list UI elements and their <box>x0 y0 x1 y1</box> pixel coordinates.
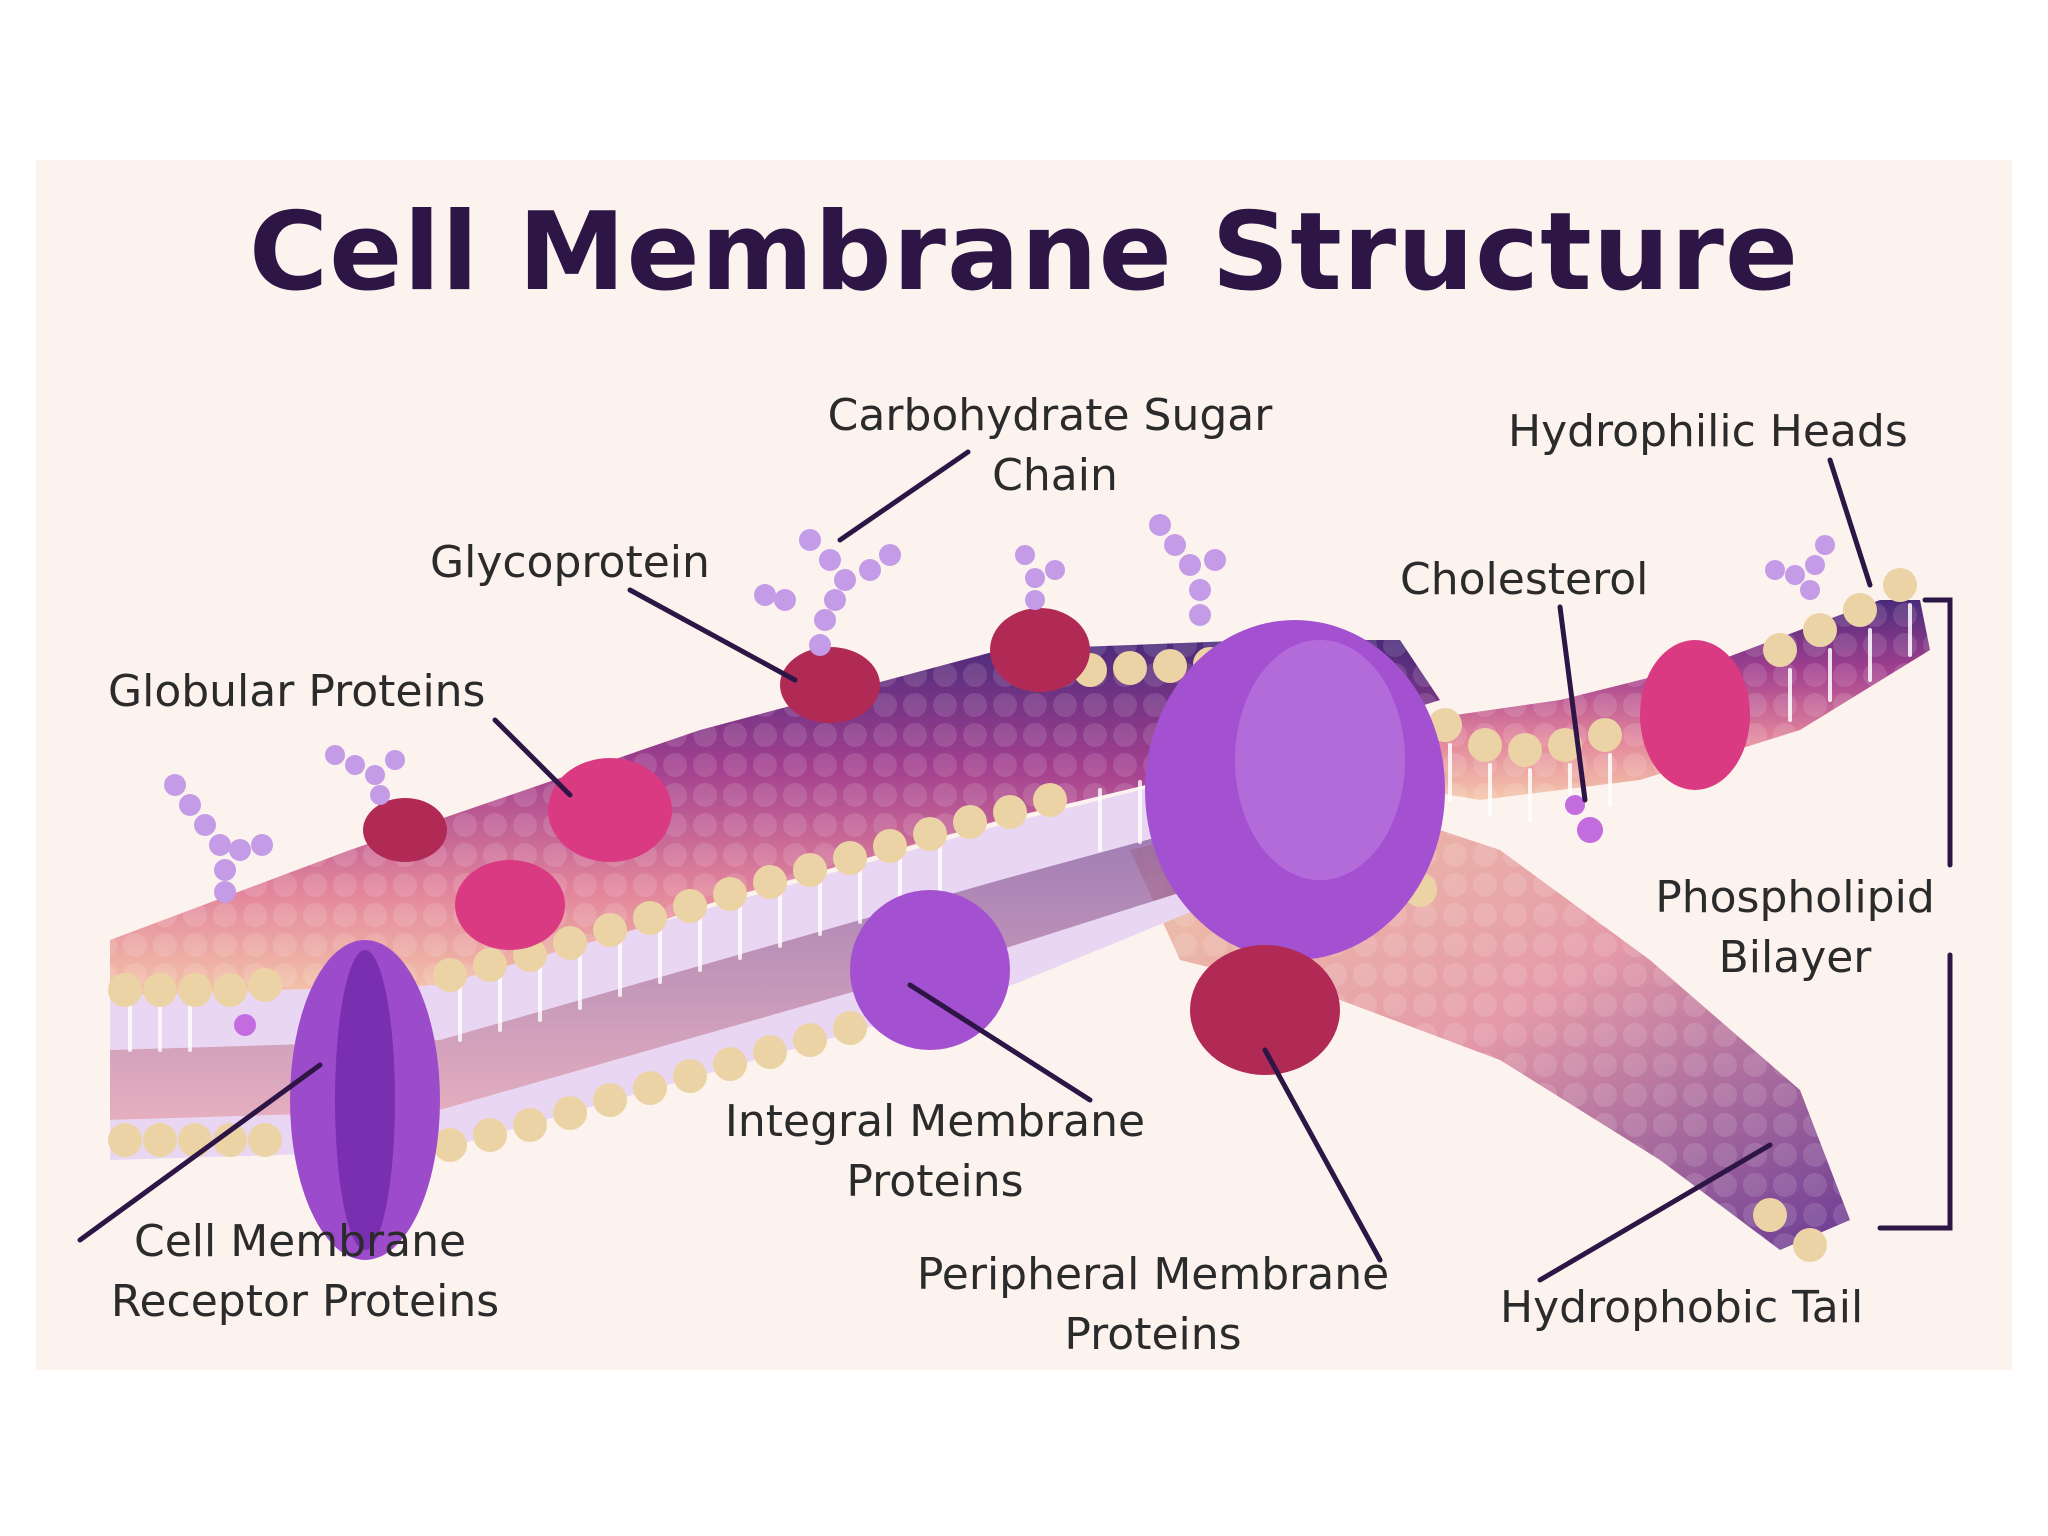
label-integral-membrane-proteins: Integral Membrane Proteins <box>690 1092 1180 1212</box>
label-integral-line2: Proteins <box>846 1156 1024 1207</box>
globular-proteins <box>363 640 1750 950</box>
leader-lines <box>77 449 1953 1283</box>
label-hydrophobic-tail: Hydrophobic Tail <box>1500 1282 1864 1333</box>
receptor-protein <box>290 940 440 1260</box>
label-integral-line1: Integral Membrane <box>724 1096 1146 1147</box>
label-receptor-proteins: Cell Membrane Receptor Proteins <box>70 1212 540 1332</box>
label-peripheral-membrane-proteins: Peripheral Membrane Proteins <box>878 1245 1428 1365</box>
label-phospholipid-line1: Phospholipid <box>1655 872 1935 923</box>
label-peripheral-line1: Peripheral Membrane <box>916 1249 1390 1300</box>
carbohydrate-chains <box>164 514 1835 903</box>
membrane-top-surface <box>110 640 1440 1000</box>
label-receptor-line2: Receptor Proteins <box>110 1276 500 1327</box>
label-hydrophilic-heads: Hydrophilic Heads <box>1508 406 1908 457</box>
label-glycoprotein: Glycoprotein <box>430 537 710 588</box>
peripheral-protein <box>1190 945 1340 1075</box>
label-carbohydrate-line1: Carbohydrate Sugar <box>827 390 1273 441</box>
label-carbohydrate-sugar-chain: Carbohydrate Sugar Chain <box>790 386 1310 506</box>
label-phospholipid-line2: Bilayer <box>1718 932 1872 983</box>
cholesterol-molecule <box>234 795 1603 1036</box>
label-phospholipid-bilayer: Phospholipid Bilayer <box>1630 868 1960 988</box>
integral-protein <box>850 620 1445 1050</box>
label-peripheral-line2: Proteins <box>1064 1309 1242 1360</box>
label-globular-proteins: Globular Proteins <box>108 666 486 717</box>
page-title: Cell Membrane Structure <box>248 190 1800 315</box>
label-cholesterol: Cholesterol <box>1400 554 1649 605</box>
glycoproteins <box>780 608 1090 723</box>
label-receptor-line1: Cell Membrane <box>133 1216 467 1267</box>
label-carbohydrate-line2: Chain <box>992 450 1118 501</box>
